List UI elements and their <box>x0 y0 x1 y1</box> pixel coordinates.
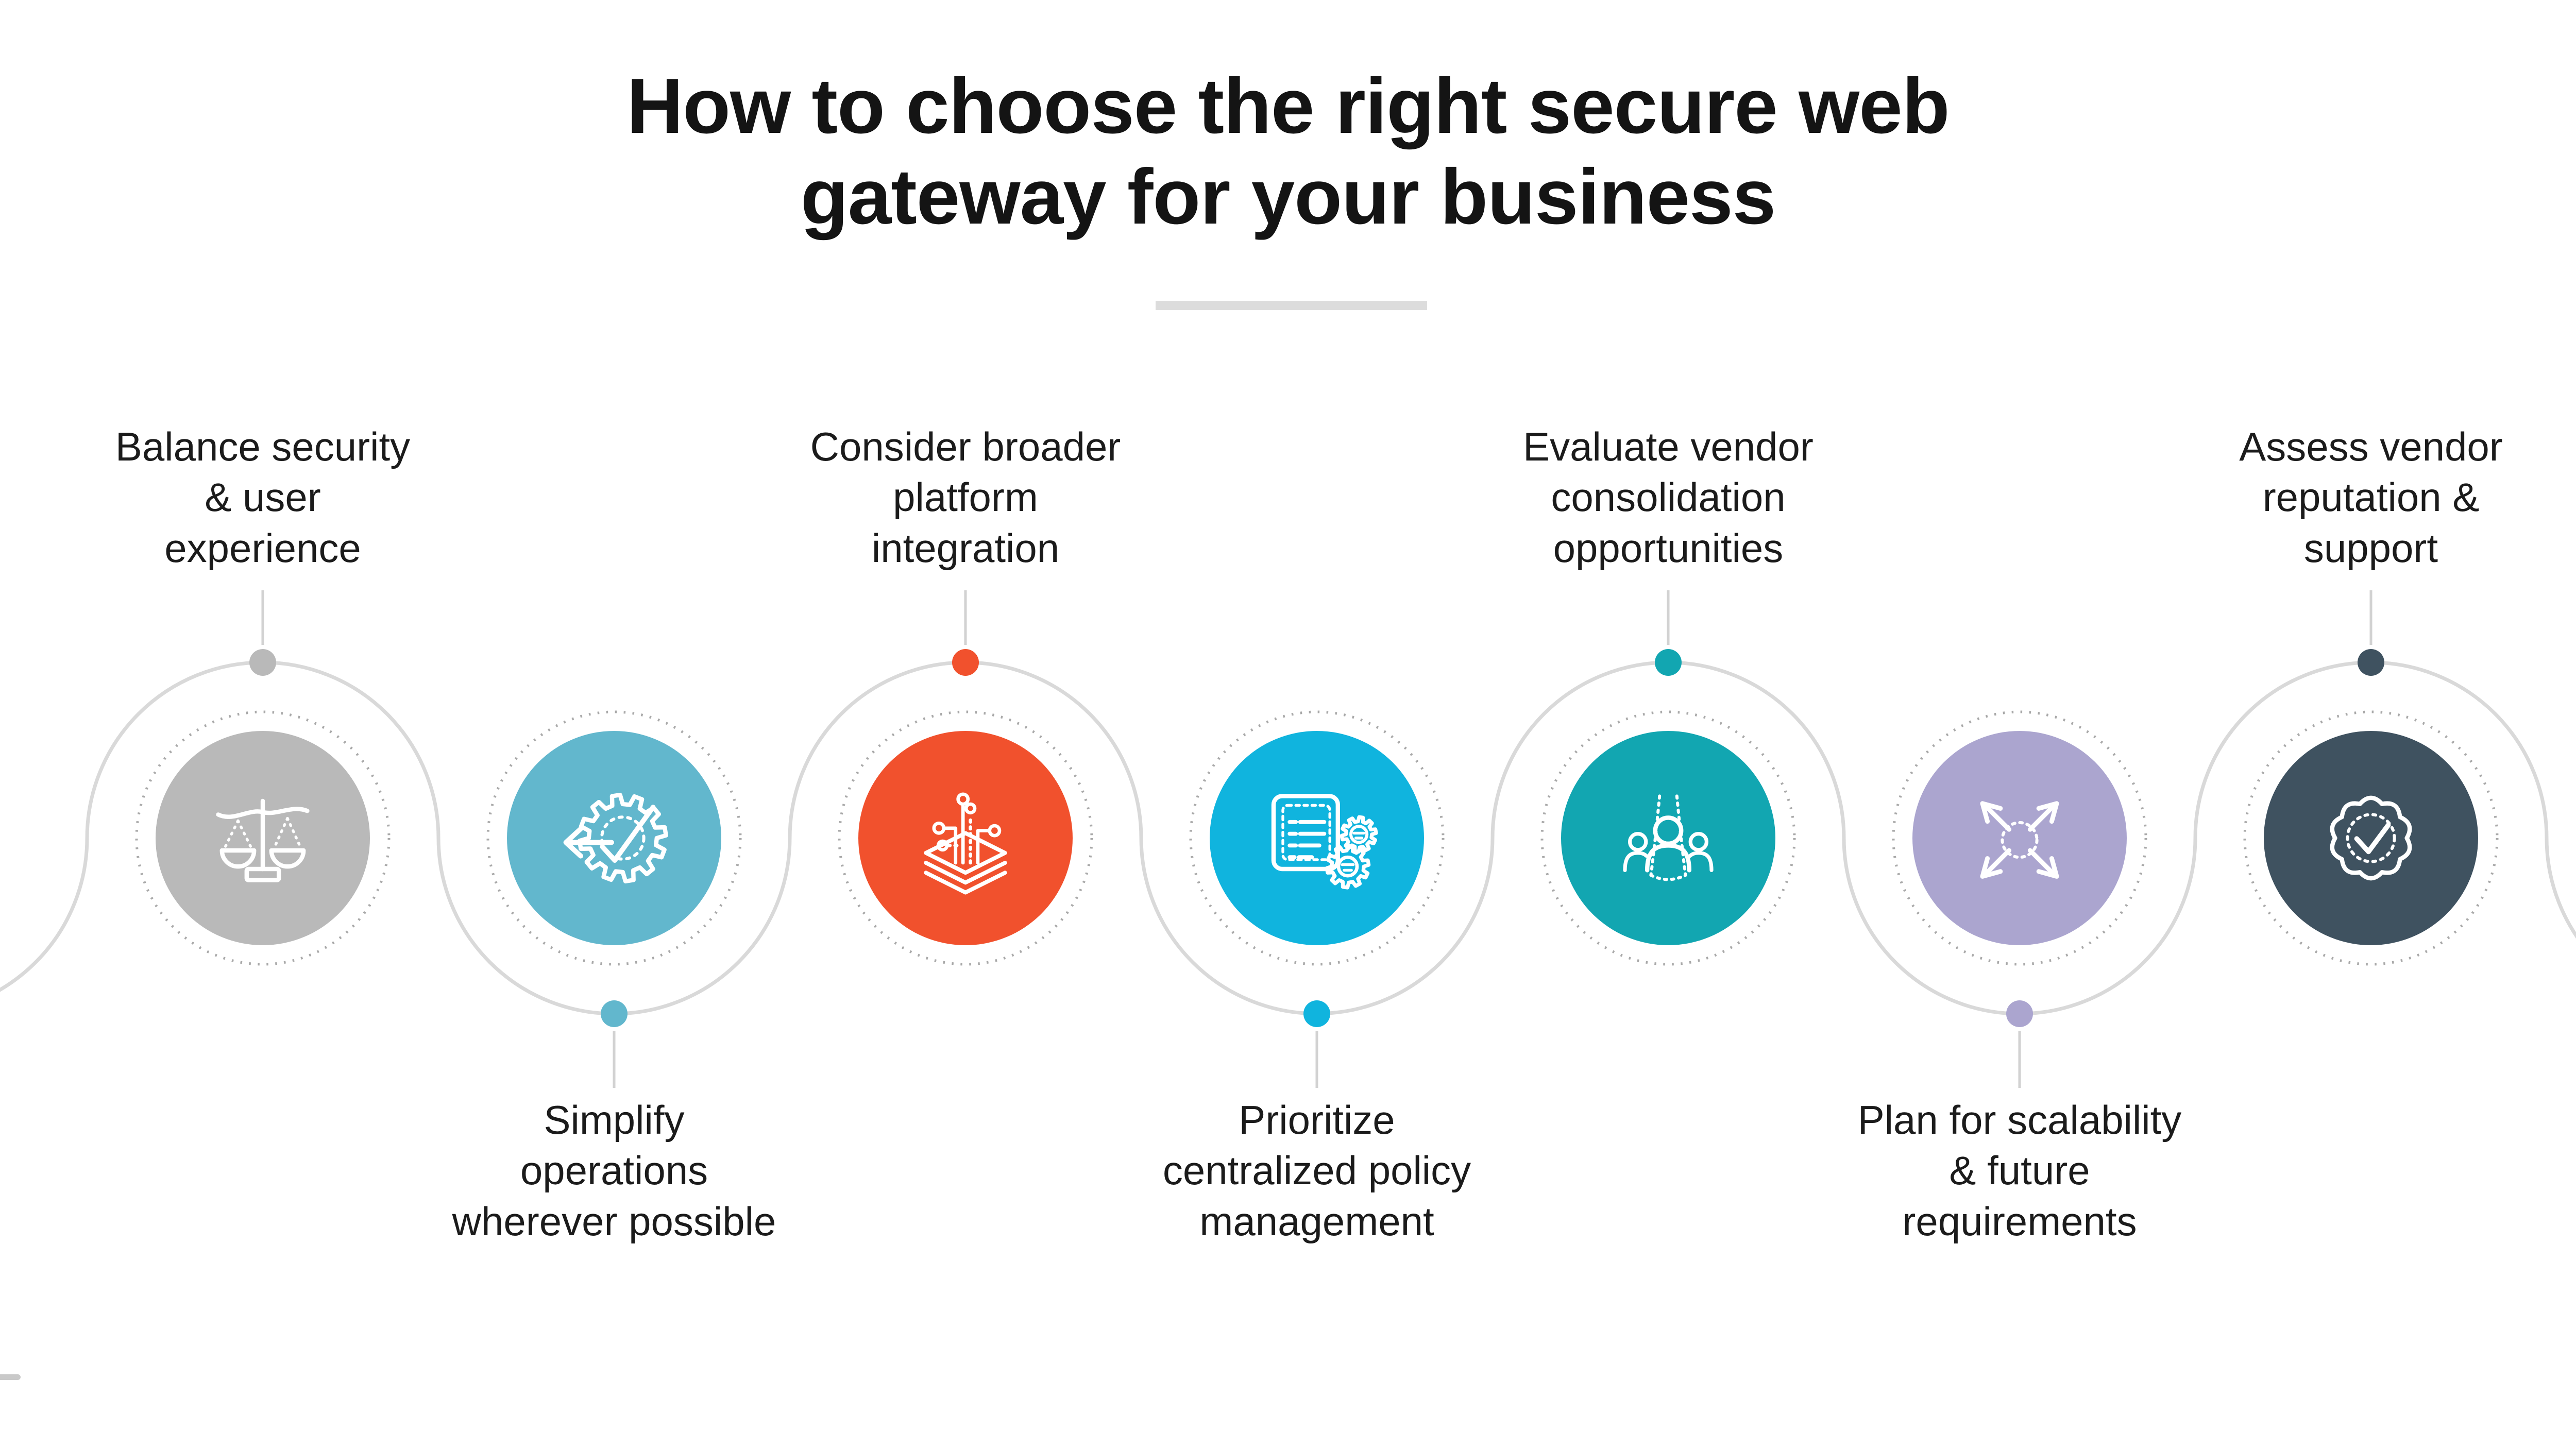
step-node-1 <box>135 590 391 966</box>
step-label-line: & future <box>1949 1148 2090 1194</box>
dotted-ring <box>2243 710 2499 966</box>
policy-document-gears-icon <box>1271 794 1378 890</box>
platform-layers-icon <box>924 792 1007 895</box>
step-circle <box>2264 731 2478 945</box>
step-dot <box>249 649 276 676</box>
step-label-line: Assess vendor <box>2239 424 2503 469</box>
page-title: How to choose the right secure web gatew… <box>0 61 2576 243</box>
step-label-line: & user <box>205 474 321 520</box>
step-label-line: Prioritize <box>1239 1097 1395 1143</box>
step-label-line: Consider broader <box>810 424 1121 469</box>
step-node-4 <box>1189 710 1445 1088</box>
step-node-6 <box>1892 710 2147 1088</box>
step-label-5: Evaluate vendor consolidation opportunit… <box>1411 421 1926 573</box>
expand-arrows-icon <box>1980 801 2059 879</box>
step-label-3: Consider broader platform integration <box>708 421 1223 573</box>
step-label-line: Plan for scalability <box>1857 1097 2182 1143</box>
step-label-line: experience <box>164 525 361 571</box>
step-label-line: Simplify <box>544 1097 685 1143</box>
step-dot <box>2006 1000 2033 1027</box>
step-label-line: operations <box>520 1148 708 1194</box>
step-node-7 <box>2243 590 2499 966</box>
dotted-ring <box>1892 710 2147 966</box>
step-label-line: opportunities <box>1553 525 1784 571</box>
title-divider <box>1156 301 1427 310</box>
step-label-line: Evaluate vendor <box>1523 424 1814 469</box>
step-node-2 <box>486 710 742 1088</box>
dotted-ring <box>486 710 742 966</box>
step-label-line: wherever possible <box>452 1198 776 1244</box>
step-circle <box>1210 731 1424 945</box>
step-label-7: Assess vendor reputation & support <box>2113 421 2576 573</box>
step-label-line: platform <box>893 474 1038 520</box>
dotted-ring <box>135 710 391 966</box>
step-circle <box>1912 731 2127 945</box>
step-dot <box>1303 1000 1330 1027</box>
corner-dash-mark <box>0 1374 21 1380</box>
step-circle <box>858 731 1073 945</box>
step-label-line: support <box>2303 525 2438 571</box>
step-dot <box>601 1000 628 1027</box>
step-circle <box>507 731 721 945</box>
step-node-3 <box>838 590 1093 966</box>
step-dot <box>1655 649 1682 676</box>
step-label-line: centralized policy <box>1162 1148 1471 1194</box>
step-circle <box>1561 731 1775 945</box>
step-dot <box>2358 649 2384 676</box>
balance-scales-icon <box>216 798 310 882</box>
step-label-6: Plan for scalability & future requiremen… <box>1762 1095 2277 1247</box>
dotted-ring <box>1189 710 1445 966</box>
dotted-ring <box>838 710 1093 966</box>
people-group-icon <box>1623 794 1714 881</box>
step-label-4: Prioritize centralized policy management <box>1059 1095 1574 1247</box>
step-label-line: consolidation <box>1551 474 1786 520</box>
step-label-line: reputation & <box>2262 474 2480 520</box>
page-title-line-1: How to choose the right secure web <box>626 62 1950 150</box>
step-dot <box>952 649 979 676</box>
page-title-line-2: gateway for your business <box>800 153 1776 241</box>
step-label-1: Balance security & user experience <box>5 421 520 573</box>
gear-check-arrow-icon <box>563 792 668 884</box>
verified-badge-icon <box>2330 795 2412 881</box>
step-label-2: Simplify operations wherever possible <box>357 1095 872 1247</box>
dotted-ring <box>1540 710 1796 966</box>
step-node-5 <box>1540 590 1796 966</box>
step-label-line: management <box>1199 1198 1434 1244</box>
step-label-line: requirements <box>1902 1198 2137 1244</box>
step-label-line: Balance security <box>115 424 411 469</box>
step-label-line: integration <box>871 525 1060 571</box>
